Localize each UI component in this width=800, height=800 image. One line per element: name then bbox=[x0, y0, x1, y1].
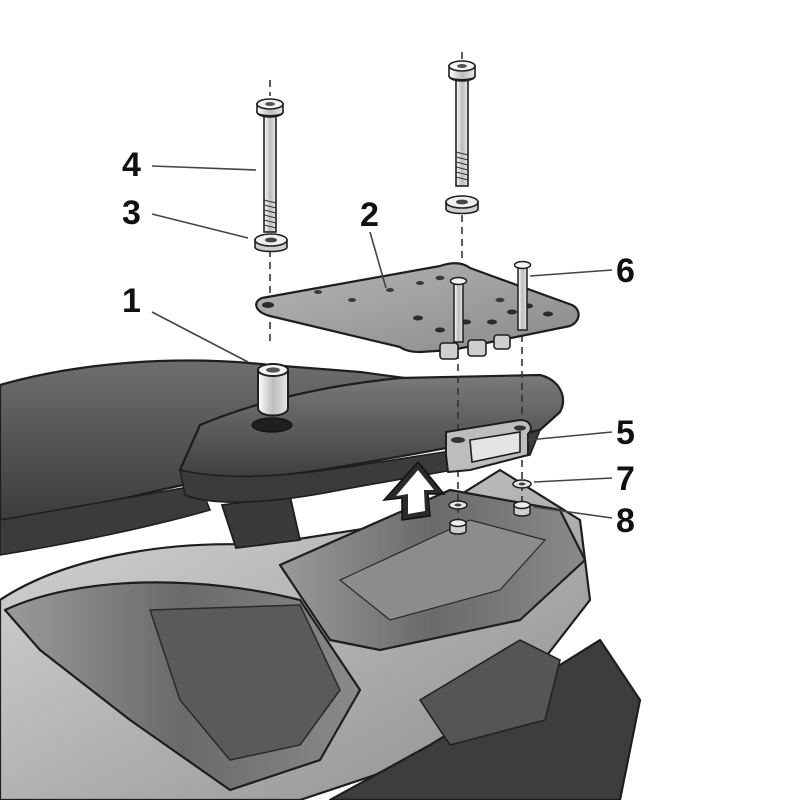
leader-6 bbox=[529, 269, 613, 277]
mounting-plate bbox=[255, 262, 580, 360]
leader-1 bbox=[151, 311, 249, 363]
rear-recess bbox=[418, 639, 561, 746]
long-bolt-right bbox=[448, 60, 476, 187]
left-tail-light-lens bbox=[148, 604, 341, 761]
callout-4: 4 bbox=[122, 146, 141, 184]
long-bolt-left bbox=[256, 98, 284, 233]
leader-7 bbox=[533, 477, 613, 483]
leader-8 bbox=[533, 506, 613, 519]
leader-5 bbox=[527, 431, 613, 441]
callout-3: 3 bbox=[122, 194, 141, 232]
leader-3 bbox=[151, 213, 249, 239]
washer-left bbox=[254, 233, 288, 253]
center-tail-light-lens bbox=[338, 519, 547, 621]
short-bolt-left bbox=[449, 276, 468, 343]
up-arrow-highlight bbox=[396, 470, 434, 514]
leader-2 bbox=[369, 231, 387, 289]
lower-nut-left bbox=[449, 518, 467, 535]
lower-washer-left bbox=[448, 500, 468, 510]
callout-6: 6 bbox=[616, 252, 635, 290]
seat-edge bbox=[0, 484, 212, 556]
under-tab bbox=[220, 495, 302, 549]
lower-nut-right bbox=[513, 500, 531, 517]
callout-labels: 1 2 3 4 5 6 7 8 bbox=[122, 146, 635, 540]
scooter-rear bbox=[0, 468, 642, 800]
rear-rack-side bbox=[178, 428, 542, 503]
bracket bbox=[445, 419, 532, 473]
leader-lines bbox=[151, 165, 613, 519]
washer-right bbox=[445, 195, 479, 215]
spacer-sleeve bbox=[257, 363, 289, 417]
short-bolt-right bbox=[513, 260, 532, 331]
leader-4 bbox=[151, 165, 257, 171]
callout-1: 1 bbox=[122, 282, 141, 320]
lower-washer-right bbox=[512, 479, 532, 489]
callout-2: 2 bbox=[360, 196, 379, 234]
callout-5: 5 bbox=[616, 414, 635, 452]
callout-8: 8 bbox=[616, 502, 635, 540]
callout-7: 7 bbox=[616, 460, 635, 498]
rack-mount-hole bbox=[251, 417, 293, 433]
